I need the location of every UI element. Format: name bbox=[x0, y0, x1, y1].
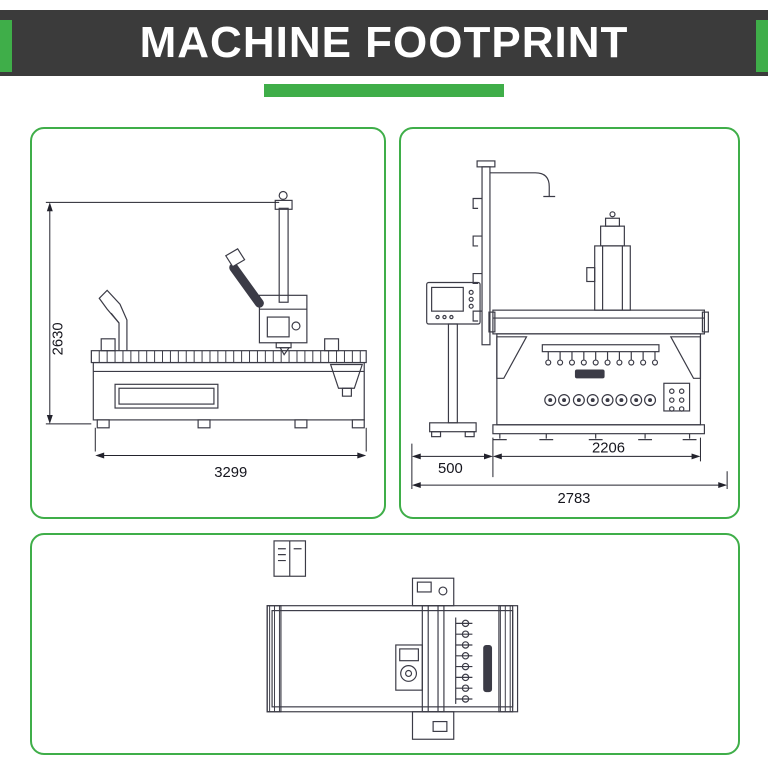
dimension-height bbox=[45, 201, 280, 425]
panel-side-view: 2630 3299 bbox=[30, 127, 386, 519]
header-accent-right bbox=[756, 20, 768, 72]
header-banner: MACHINE FOOTPRINT bbox=[0, 10, 768, 76]
side-machine-gantry bbox=[224, 190, 308, 356]
side-view-drawing: 2630 3299 bbox=[45, 190, 367, 481]
dim-body-width-label: 2206 bbox=[592, 440, 625, 456]
dimension-chain bbox=[411, 437, 728, 490]
panel-top-view bbox=[30, 533, 740, 755]
dimension-length bbox=[94, 427, 367, 459]
top-tool-rack bbox=[455, 617, 473, 704]
header-underline-bar bbox=[264, 84, 504, 97]
front-gauges-row bbox=[544, 394, 657, 407]
top-detail-block bbox=[273, 540, 307, 577]
dim-console-offset-label: 500 bbox=[438, 461, 463, 477]
dim-overall-width-label: 2783 bbox=[557, 491, 590, 507]
front-console bbox=[426, 281, 481, 438]
top-spindle-carriage bbox=[395, 644, 423, 691]
brand-logo-mark-top bbox=[483, 644, 493, 693]
top-view-drawing bbox=[266, 540, 519, 740]
page-title: MACHINE FOOTPRINT bbox=[139, 18, 629, 67]
dim-length-label: 3299 bbox=[214, 465, 247, 481]
front-view-drawing: 500 2206 2783 bbox=[411, 160, 728, 507]
front-tool-row bbox=[541, 344, 660, 366]
brand-logo-mark bbox=[574, 369, 605, 379]
header-accent-left bbox=[0, 20, 12, 72]
front-control-pad bbox=[663, 382, 691, 412]
side-machine-bed bbox=[90, 338, 367, 429]
top-table bbox=[266, 605, 519, 713]
dim-height-label: 2630 bbox=[51, 322, 67, 355]
front-spindle-unit bbox=[586, 211, 631, 311]
panel-front-view: 500 2206 2783 bbox=[399, 127, 740, 519]
side-machine-lever bbox=[98, 289, 128, 351]
front-cable-stand bbox=[472, 160, 556, 346]
